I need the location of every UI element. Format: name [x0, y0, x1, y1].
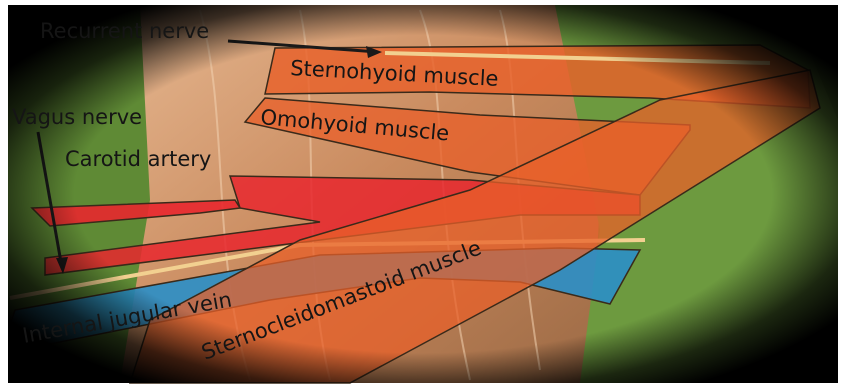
label-vagus-nerve: Vagus nerve	[12, 105, 142, 129]
label-recurrent-nerve: Recurrent nerve	[40, 19, 209, 43]
label-carotid-artery: Carotid artery	[65, 147, 211, 171]
